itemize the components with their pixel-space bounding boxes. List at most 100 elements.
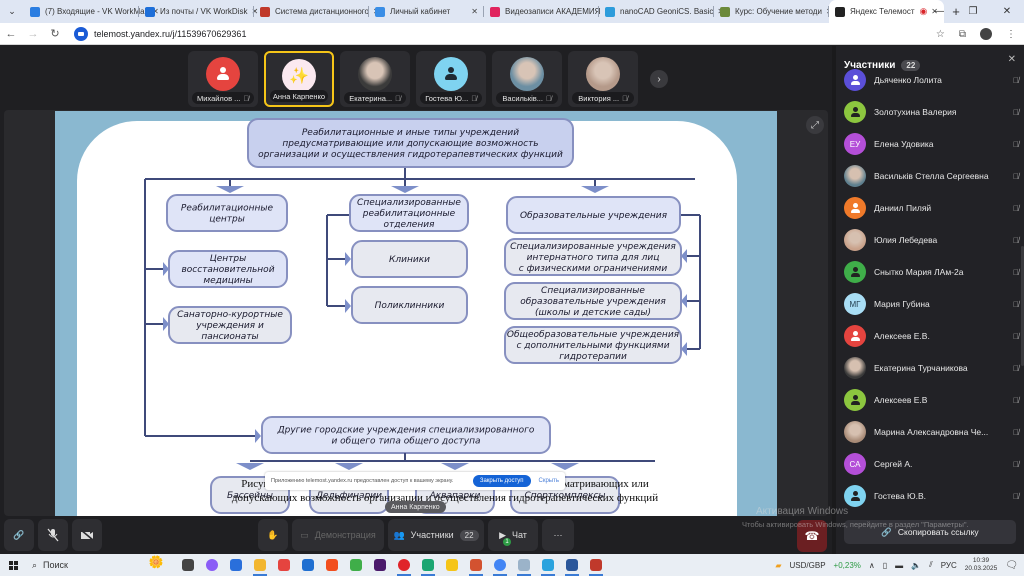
browser-tab[interactable]: Курс: Обучение методи ✕ bbox=[714, 0, 833, 23]
tray-device-icon[interactable]: ▯ bbox=[882, 560, 888, 570]
more-options-button[interactable]: ··· bbox=[542, 519, 574, 551]
participant-list-item[interactable]: Гостева Ю.В. 🎙̸ bbox=[844, 480, 1019, 512]
weather-widget-icon[interactable]: ▰ bbox=[775, 560, 782, 570]
mic-muted-icon: 🎙̸ bbox=[1013, 107, 1019, 117]
taskbar-app-powerpoint[interactable] bbox=[464, 554, 488, 576]
profile-avatar[interactable] bbox=[980, 28, 992, 40]
participant-list-item[interactable]: Снытко Мария ЛАм-2а 🎙̸ bbox=[844, 256, 1019, 288]
taskbar-app-outlook[interactable] bbox=[296, 554, 320, 576]
participant-tile[interactable]: ✨ Анна Карпенко bbox=[264, 51, 334, 107]
participant-list-item[interactable]: МГ Мария Губина 🎙̸ bbox=[844, 288, 1019, 320]
taskbar-app-app-m[interactable] bbox=[440, 554, 464, 576]
taskbar-app-explorer[interactable] bbox=[248, 554, 272, 576]
close-tab-icon[interactable]: ✕ bbox=[471, 7, 478, 16]
mic-off-icon[interactable] bbox=[38, 519, 68, 551]
bookmark-star-icon[interactable]: ☆ bbox=[935, 28, 945, 40]
screen-share-button[interactable]: ▭ Демонстрация bbox=[292, 519, 384, 551]
tray-overflow-icon[interactable]: ∧ bbox=[868, 560, 875, 570]
participant-list-item[interactable]: Васильків Стелла Сергеевна 🎙̸ bbox=[844, 160, 1019, 192]
notifications-icon[interactable]: 🗨 bbox=[1005, 559, 1018, 571]
taskbar-app-chrome[interactable] bbox=[488, 554, 512, 576]
participant-list-item[interactable]: Алексеев Е.В. 🎙̸ bbox=[844, 320, 1019, 352]
participant-list-item[interactable]: Даниил Пиляй 🎙̸ bbox=[844, 192, 1019, 224]
person-icon bbox=[850, 490, 860, 502]
new-tab-button[interactable]: + bbox=[952, 4, 960, 19]
participant-list-item[interactable]: Марина Александровна Че... 🎙̸ bbox=[844, 416, 1019, 448]
url-input[interactable]: telemost.yandex.ru/j/11539670629361 bbox=[94, 28, 247, 39]
reload-icon[interactable]: ↻ bbox=[50, 28, 60, 40]
taskbar-app-alice[interactable] bbox=[200, 554, 224, 576]
participant-tile[interactable]: Михайлов ...🎙̸ bbox=[188, 51, 258, 107]
browser-tab[interactable]: (7) Входящие - VK WorkMail ✕ bbox=[24, 0, 159, 23]
person-icon bbox=[850, 330, 860, 342]
ticker-label[interactable]: USD/GBP bbox=[789, 560, 826, 570]
taskbar-app-edge[interactable] bbox=[416, 554, 440, 576]
chevron-right-icon[interactable]: › bbox=[650, 70, 668, 88]
participant-tile[interactable]: Васильків...🎙̸ bbox=[492, 51, 562, 107]
extensions-icon[interactable]: ⧉ bbox=[958, 28, 966, 40]
browser-tab[interactable]: Видеозаписи АКАДЕМИЯ ✕ bbox=[484, 0, 611, 23]
conference-stage: Михайлов ...🎙̸✨ Анна Карпенко Екатерина.… bbox=[0, 46, 832, 526]
browser-tab[interactable]: nanoCAD GeoniCS. Basic ✕ bbox=[599, 0, 724, 23]
participants-button[interactable]: 👥 Участники 22 bbox=[388, 519, 484, 551]
mic-muted-icon: 🎙̸ bbox=[1013, 235, 1019, 245]
participant-tile[interactable]: Екатерина...🎙̸ bbox=[340, 51, 410, 107]
taskbar-app-app-c[interactable] bbox=[344, 554, 368, 576]
participant-list-item[interactable]: Золотухина Валерия 🎙̸ bbox=[844, 96, 1019, 128]
close-window-button[interactable]: ✕ bbox=[1002, 6, 1012, 17]
site-info-icon[interactable] bbox=[74, 26, 88, 41]
battery-icon[interactable]: ▬ bbox=[895, 560, 904, 570]
camera-off-icon[interactable] bbox=[72, 519, 102, 551]
hang-up-button[interactable]: ☎ bbox=[797, 520, 827, 552]
close-tab-icon[interactable]: ✕ bbox=[251, 7, 259, 16]
system-clock[interactable]: 10:39 20.03.2025 bbox=[965, 557, 998, 573]
taskbar-app-yandex-browser[interactable] bbox=[272, 554, 296, 576]
taskbar-app-yandex[interactable] bbox=[320, 554, 344, 576]
taskbar-app-app-img[interactable] bbox=[512, 554, 536, 576]
participant-list-item[interactable]: Юлия Лебедева 🎙̸ bbox=[844, 224, 1019, 256]
copy-link-button[interactable]: 🔗 Скопировать ссылку bbox=[844, 520, 1016, 544]
maximize-button[interactable]: ❐ bbox=[968, 6, 978, 17]
browser-menu-icon[interactable]: ⋮ bbox=[1006, 28, 1016, 40]
browser-tab[interactable]: Личный кабинет ✕ bbox=[369, 0, 484, 23]
language-indicator[interactable]: РУС bbox=[940, 560, 957, 570]
taskbar-app-word[interactable] bbox=[560, 554, 584, 576]
category-box-text: интернатного типа для лиц bbox=[527, 253, 660, 263]
participant-tile[interactable]: Виктория ...🎙̸ bbox=[568, 51, 638, 107]
participant-list-item[interactable]: СА Сергей А. 🎙̸ bbox=[844, 448, 1019, 480]
close-panel-icon[interactable]: ✕ bbox=[1007, 54, 1016, 65]
network-icon[interactable]: ⫽ bbox=[929, 560, 933, 569]
taskbar-search[interactable]: ⌕ Поиск bbox=[26, 554, 136, 576]
taskbar-app-app-v[interactable] bbox=[584, 554, 608, 576]
raise-hand-icon[interactable]: ✋ bbox=[258, 519, 288, 551]
taskbar-app-telegram[interactable] bbox=[536, 554, 560, 576]
stop-sharing-button[interactable]: Закрыть доступ bbox=[472, 475, 531, 487]
participant-list-item[interactable]: Екатерина Турчаникова 🎙̸ bbox=[844, 352, 1019, 384]
chat-button[interactable]: ▶1 Чат bbox=[488, 519, 538, 551]
start-button[interactable] bbox=[0, 560, 26, 570]
participant-tile[interactable]: Гостева Ю...🎙̸ bbox=[416, 51, 486, 107]
copy-link-icon[interactable]: 🔗 bbox=[4, 519, 34, 551]
volume-icon[interactable]: 🔈 bbox=[911, 560, 922, 570]
taskbar-app-store[interactable] bbox=[224, 554, 248, 576]
taskbar-app-opera[interactable] bbox=[392, 554, 416, 576]
browser-tab[interactable]: Из почты / VK WorkDisk ✕ bbox=[139, 0, 258, 23]
tab-search-button[interactable]: ⌄ bbox=[8, 6, 16, 16]
close-tab-icon[interactable]: ✕ bbox=[152, 7, 159, 16]
back-icon[interactable]: ← bbox=[5, 27, 17, 40]
browser-tab[interactable]: Система дистанционного ✕ bbox=[254, 0, 380, 23]
app-v-icon bbox=[590, 559, 602, 571]
participant-list-item[interactable]: ЕУ Елена Удовика 🎙̸ bbox=[844, 128, 1019, 160]
minimize-button[interactable]: — bbox=[934, 6, 944, 17]
taskbar-app-premiere[interactable] bbox=[368, 554, 392, 576]
forward-icon[interactable]: → bbox=[27, 27, 39, 40]
taskbar-app-task-view[interactable] bbox=[176, 554, 200, 576]
browser-tab[interactable]: Яндекс Телемост ◉ ✕ bbox=[829, 0, 944, 23]
expand-icon[interactable]: ⤢ bbox=[806, 116, 824, 134]
participants-scrollbar[interactable] bbox=[1021, 246, 1024, 366]
hide-notification-link[interactable]: Скрыть bbox=[538, 478, 559, 484]
close-tab-icon[interactable]: ✕ bbox=[931, 7, 938, 16]
participant-list-item[interactable]: Дьяченко Лолита 🎙̸ bbox=[844, 64, 1019, 96]
mic-muted-icon: 🎙̸ bbox=[1013, 363, 1019, 373]
participant-list-item[interactable]: Алексеев Е.В 🎙̸ bbox=[844, 384, 1019, 416]
